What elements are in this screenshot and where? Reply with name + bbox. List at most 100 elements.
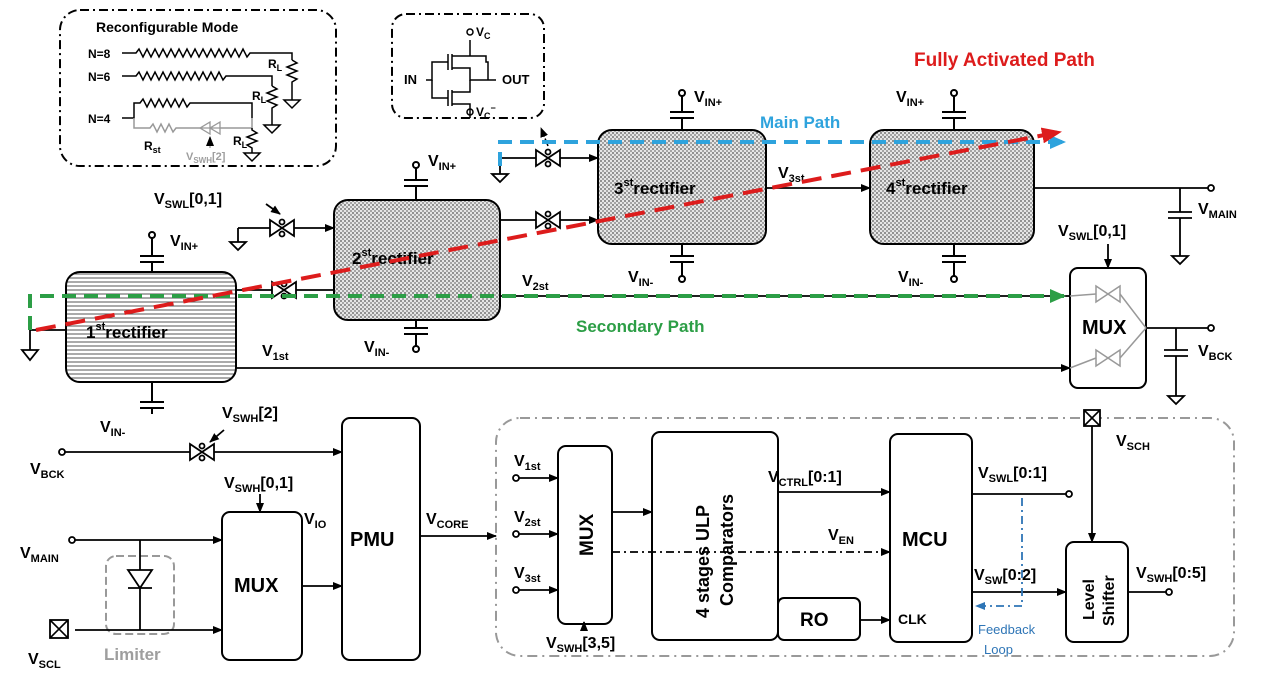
v1st-label: V1st bbox=[262, 343, 289, 363]
limiter-label: Limiter bbox=[104, 645, 161, 664]
comparator-mux-block: MUX bbox=[557, 445, 613, 625]
comparator-mux-label: MUX bbox=[577, 513, 598, 556]
rectifier-2: 2strectifier bbox=[333, 199, 501, 321]
reconfigurable-mode-inset: Reconfigurable Mode N=8 N=6 N=4 RL RL RL… bbox=[59, 9, 337, 167]
transmission-gate-inset: IN OUT VC VC− bbox=[391, 13, 545, 121]
v1st-ctrl-label: V1st bbox=[514, 453, 541, 473]
fully-activated-path-line bbox=[35, 127, 1062, 332]
svg-text:1strectifier: 1strectifier bbox=[86, 321, 168, 342]
vin-plus-r4: VIN+ bbox=[896, 89, 924, 109]
ground-icon bbox=[242, 152, 262, 163]
vcore-label: VCORE bbox=[426, 511, 468, 531]
vin-minus-r4: VIN- bbox=[898, 269, 924, 289]
path-overlays: Fully Activated Path Main Path Secondary… bbox=[28, 50, 1095, 336]
supply-capacitors bbox=[140, 89, 966, 414]
vin-minus-r1: VIN- bbox=[100, 419, 126, 439]
vscl-switch-icon bbox=[49, 619, 69, 639]
vin-plus-r3: VIN+ bbox=[694, 89, 722, 109]
vin-minus-r3: VIN- bbox=[628, 269, 654, 289]
vswh2-label: VSWH[2] bbox=[222, 405, 278, 425]
limiter-block: Limiter bbox=[104, 540, 175, 664]
comparators-line1: 4 stages ULP bbox=[693, 505, 713, 618]
ro-label: RO bbox=[800, 610, 829, 631]
v2st-label: V2st bbox=[522, 273, 549, 293]
ground-icon bbox=[282, 99, 302, 110]
clk-label: CLK bbox=[898, 611, 927, 627]
v3st-label: V3st bbox=[778, 165, 805, 185]
tg-in-label: IN bbox=[404, 72, 417, 87]
diode-icon bbox=[126, 540, 154, 630]
vmain-out-label: VMAIN bbox=[1198, 201, 1237, 221]
switch-r2-r3-icon bbox=[535, 210, 561, 230]
rl-resistor-icon bbox=[264, 85, 280, 125]
n8-label: N=8 bbox=[88, 47, 111, 61]
level-shifter-block: Level Shifter bbox=[1065, 541, 1129, 643]
vin-plus-r2: VIN+ bbox=[428, 153, 456, 173]
svg-text:3strectifier: 3strectifier bbox=[614, 177, 696, 198]
feedback-loop-line bbox=[975, 498, 1023, 610]
rectifier-1: 1strectifier bbox=[65, 271, 237, 383]
io-mux-label: MUX bbox=[234, 575, 279, 597]
vin-minus-r2: VIN- bbox=[364, 339, 390, 359]
level-line2: Shifter bbox=[1101, 575, 1118, 626]
ulp-comparators-block: 4 stages ULP Comparators bbox=[651, 431, 779, 641]
vswl01-label: VSWL[0:1] bbox=[978, 465, 1047, 485]
secondary-path-label: Secondary Path bbox=[576, 317, 705, 336]
supply-labels: VIN+ VIN- VIN+ VIN- VIN+ VIN- VIN+ VIN- bbox=[100, 89, 924, 439]
ground-icon bbox=[262, 124, 282, 135]
vsch-label: VSCH bbox=[1116, 433, 1150, 453]
vbck-in-label: VBCK bbox=[30, 461, 65, 481]
n4-resistor-icon bbox=[122, 97, 253, 119]
tg-out-label: OUT bbox=[502, 72, 530, 87]
ven-label: VEN bbox=[828, 527, 854, 547]
rectifier-4: 4strectifier bbox=[869, 129, 1035, 245]
mcu-block: MCU CLK bbox=[889, 433, 973, 643]
fully-activated-path-label: Fully Activated Path bbox=[914, 50, 1095, 71]
main-path-line bbox=[498, 135, 1066, 166]
vswh2-switch-icon bbox=[189, 442, 215, 462]
vcb-label: VC− bbox=[476, 103, 496, 121]
rl-label-3: RL bbox=[233, 134, 248, 150]
vctrl-label: VCTRL[0:1] bbox=[768, 469, 842, 489]
top-signal-labels: VSWL[0,1] VSWL[0,1] V2st V1st V3st VMAIN… bbox=[154, 165, 1237, 363]
vbck-out-label: VBCK bbox=[1198, 343, 1233, 363]
n8-resistor-icon bbox=[122, 47, 293, 60]
svg-text:4strectifier: 4strectifier bbox=[886, 177, 968, 198]
v3st-ctrl-label: V3st bbox=[514, 565, 541, 585]
vswh35-label: VSWH[3,5] bbox=[546, 635, 615, 655]
rl-resistor-icon bbox=[284, 59, 300, 100]
switch-r2-input-icon bbox=[269, 218, 295, 238]
mcu-label: MCU bbox=[902, 529, 948, 551]
rl-label-2: RL bbox=[252, 89, 267, 105]
v2st-ctrl-label: V2st bbox=[514, 509, 541, 529]
output-mux: MUX bbox=[1069, 267, 1147, 389]
switch-r3-input-icon bbox=[535, 148, 561, 168]
vc-label: VC bbox=[476, 25, 491, 41]
vsch-switch-icon bbox=[1083, 409, 1101, 427]
rl-resistor-icon bbox=[244, 128, 260, 153]
pmu-labels: VBCK VMAIN VSCL VSWH[2] VSWH[0,1] VIO VC… bbox=[20, 405, 468, 671]
rectifier-3: 3strectifier bbox=[597, 129, 767, 245]
n4-label: N=4 bbox=[88, 112, 111, 126]
vsw02-label: VSW[0:2] bbox=[974, 567, 1036, 587]
rst-label: Rst bbox=[144, 139, 161, 155]
vscl-label: VSCL bbox=[28, 651, 61, 671]
reconfig-title: Reconfigurable Mode bbox=[96, 19, 239, 35]
comparators-line2: Comparators bbox=[717, 494, 737, 606]
rl-label-1: RL bbox=[268, 57, 283, 73]
transmission-gate-icon bbox=[198, 120, 221, 136]
pmos-icon bbox=[426, 40, 496, 81]
secondary-path-line bbox=[28, 289, 1066, 330]
n6-resistor-icon bbox=[122, 70, 273, 86]
vswh2-inset-label: VSWH[2] bbox=[186, 151, 226, 165]
pmu-block: PMU bbox=[341, 417, 421, 661]
vswl-label-left: VSWL[0,1] bbox=[154, 191, 222, 211]
main-path-label: Main Path bbox=[760, 113, 840, 132]
ro-block: RO bbox=[777, 597, 861, 641]
vio-label: VIO bbox=[304, 511, 327, 531]
control-enclosure bbox=[495, 417, 1235, 657]
vswl-label-right: VSWL[0,1] bbox=[1058, 223, 1126, 243]
vswh05-label: VSWH[0:5] bbox=[1136, 565, 1206, 585]
io-mux-block: MUX bbox=[221, 511, 303, 661]
